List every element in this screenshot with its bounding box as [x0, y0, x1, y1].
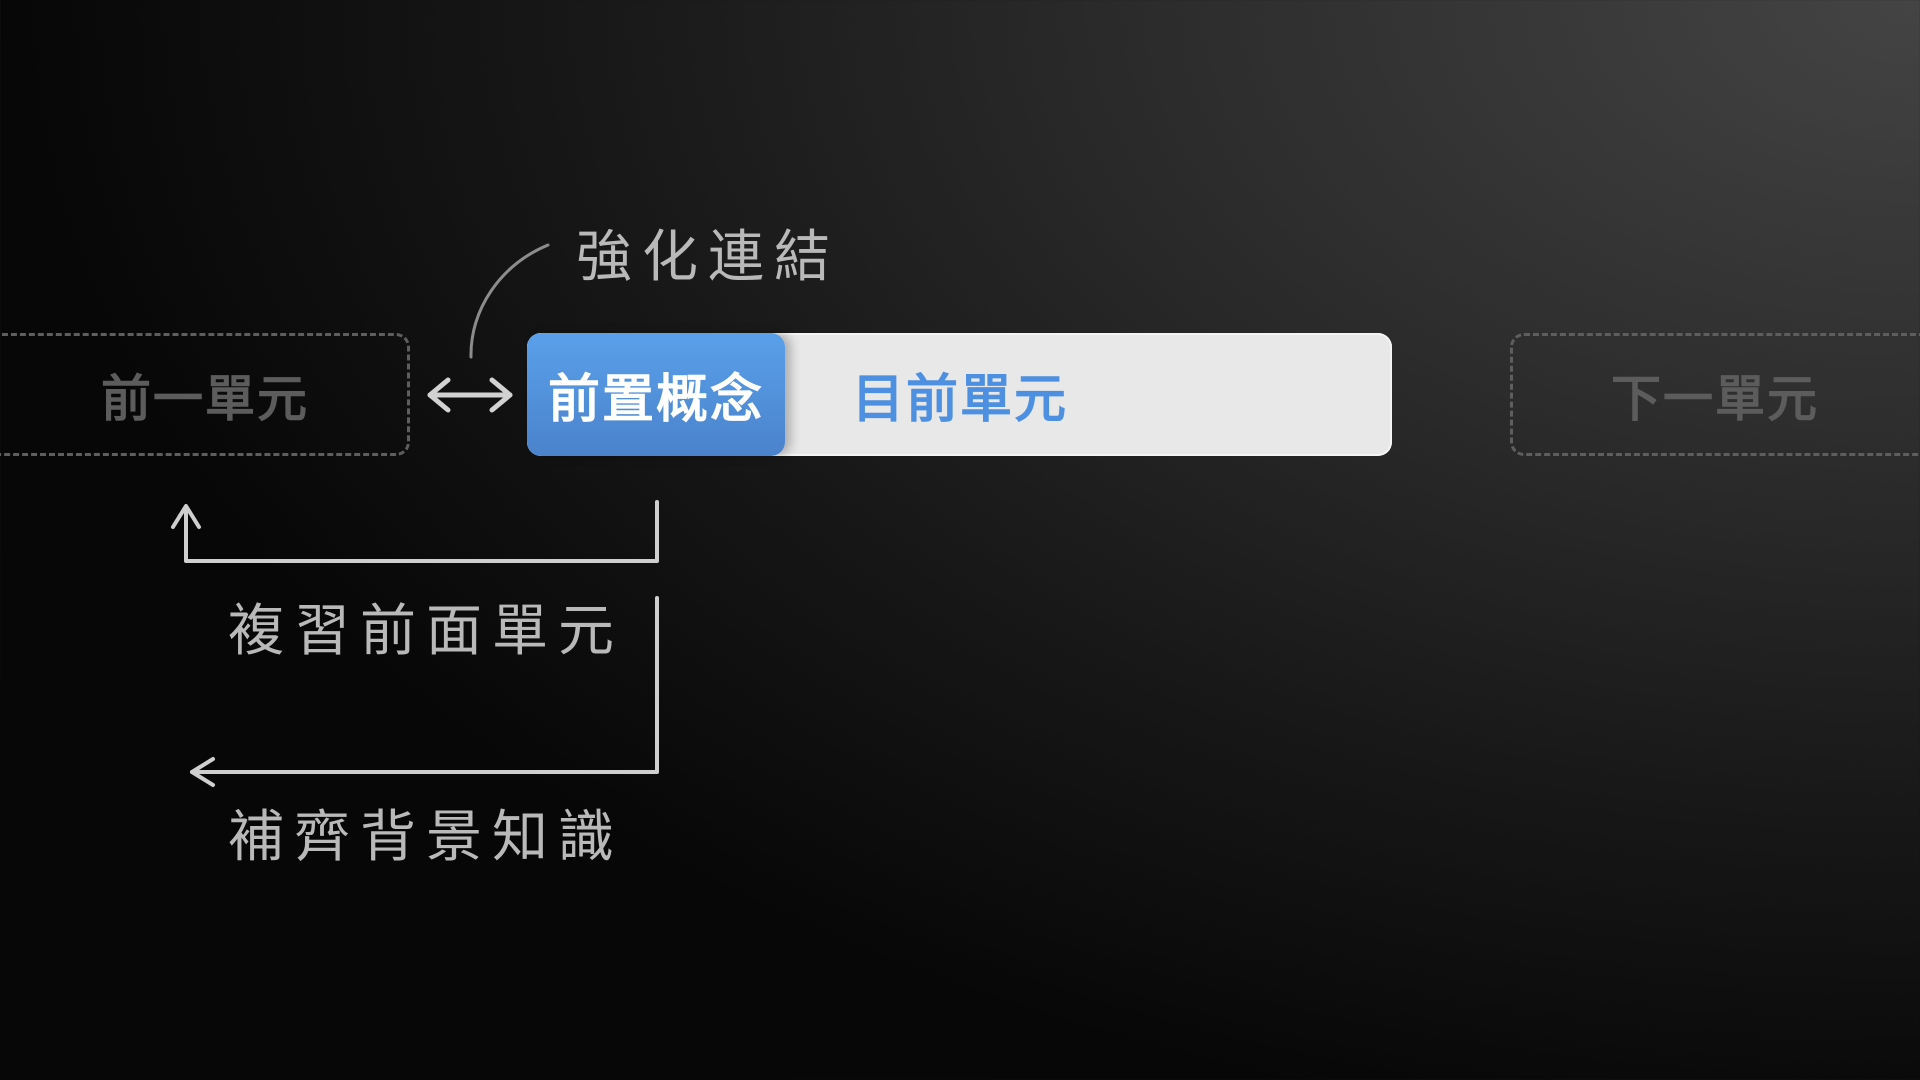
previous-unit-label: 前一單元: [101, 369, 309, 428]
supplement-background-label: 補齊背景知識: [228, 805, 624, 870]
review-previous-label: 複習前面單元: [228, 599, 624, 664]
double-arrow-icon: [427, 377, 513, 413]
reinforce-connection-label: 強化連結: [576, 225, 840, 290]
next-unit-box: 下一單元: [1510, 333, 1920, 456]
current-unit-label: 目前單元: [852, 370, 1069, 430]
next-unit-label: 下一單元: [1611, 369, 1819, 428]
reinforce-leader-line: [469, 243, 550, 359]
left-arrow-icon: [190, 596, 659, 787]
prerequisite-concept-label: 前置概念: [547, 370, 764, 430]
up-arrow-icon: [171, 500, 659, 563]
previous-unit-box: 前一單元: [0, 333, 410, 456]
prerequisite-concept-box: 前置概念: [527, 333, 785, 456]
